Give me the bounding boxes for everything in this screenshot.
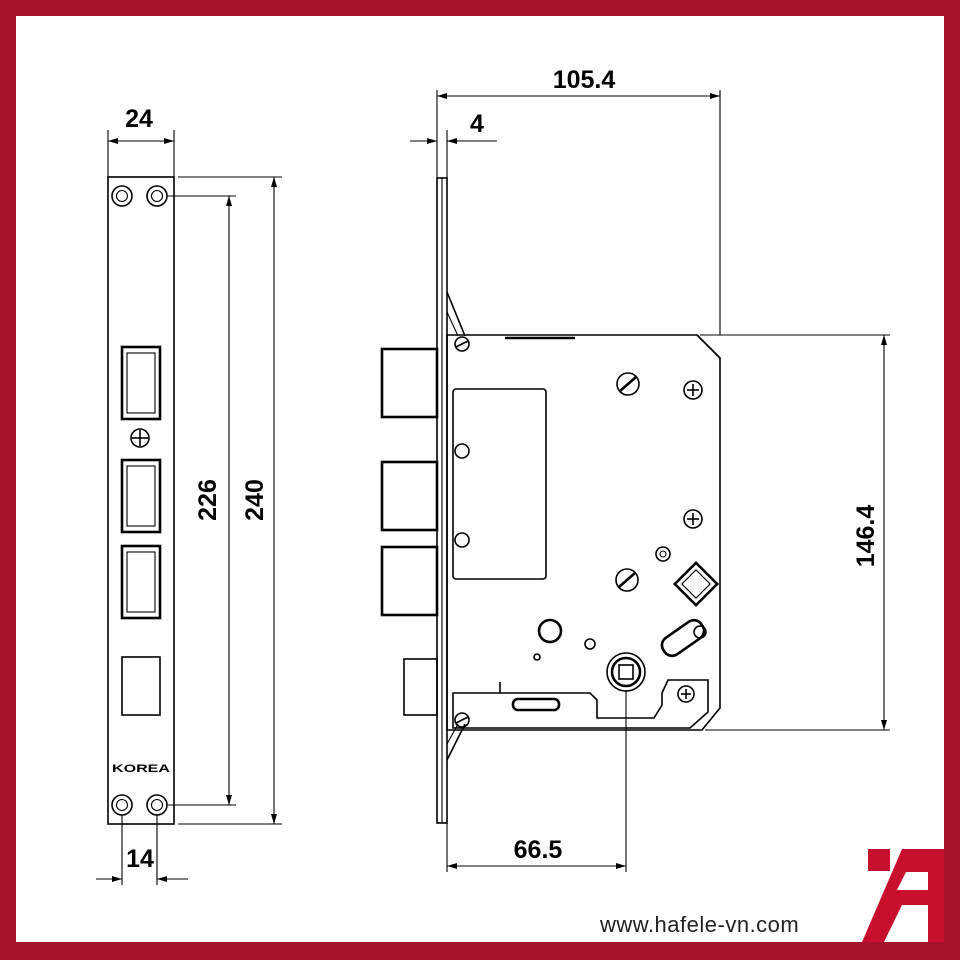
faceplate-opening-middle — [120, 458, 162, 534]
bolt-middle — [380, 460, 439, 532]
dimension-label-14: 14 — [126, 845, 154, 873]
faceplate-marking: KOREA — [112, 763, 170, 775]
faceplate-opening-deadlatch — [121, 656, 161, 716]
dimension-case-height: 146.4 — [700, 334, 890, 731]
dimension-faceplate-width: 24 — [107, 105, 175, 177]
dimension-label-66-5: 66.5 — [514, 836, 563, 864]
case-screw-slot-1 — [616, 372, 640, 396]
spindle-hub — [606, 652, 646, 692]
lock-body-view — [380, 177, 721, 824]
latch-small — [403, 658, 438, 716]
screw-hole-bottom-right — [146, 794, 168, 816]
follower-slot — [511, 697, 561, 712]
dimension-screw-vertical: 226 — [168, 195, 236, 806]
faceplate-outline — [107, 176, 175, 825]
dimension-faceplate-height: 240 — [178, 176, 282, 825]
dimension-screw-spacing: 14 — [96, 815, 188, 885]
lock-case-outline — [446, 334, 721, 731]
follower-plate — [452, 679, 709, 729]
faceplate-view: KOREA — [107, 176, 175, 825]
dimension-label-24: 24 — [125, 105, 153, 133]
dimension-faceplate-thickness: 4 — [410, 110, 497, 178]
screw-hole-bottom-left — [111, 794, 133, 816]
faceplate-opening-upper — [120, 345, 162, 421]
bolt-lower — [380, 545, 439, 617]
watermark-url: www.hafele-vn.com — [599, 912, 799, 937]
dimension-label-4: 4 — [470, 110, 484, 138]
dimension-label-240: 240 — [241, 479, 269, 521]
case-screw-bottom-left — [454, 712, 470, 728]
screw-hole-top-left — [111, 185, 133, 207]
case-screw-slot-2 — [615, 568, 639, 592]
inner-slide-plate — [452, 388, 547, 580]
dimension-backset-total: 105.4 — [436, 66, 721, 335]
spindle-gear-large — [537, 618, 563, 644]
lock-technical-drawing: KOREA 24 14 226 — [96, 66, 944, 942]
faceplate-opening-lower — [120, 544, 162, 620]
case-screw-small — [655, 546, 671, 562]
drawing-area: KOREA 24 14 226 — [16, 16, 944, 942]
cam-square — [672, 560, 720, 608]
dimension-label-146-4: 146.4 — [852, 505, 880, 568]
dimension-label-105-4: 105.4 — [553, 66, 616, 94]
case-screw-cross-2 — [683, 509, 703, 529]
lever-part — [660, 618, 707, 658]
case-screw-cross-3 — [677, 685, 695, 703]
case-screw-top-left — [454, 336, 470, 352]
dimension-backset: 66.5 — [446, 690, 627, 872]
dimension-label-226: 226 — [194, 479, 222, 521]
screw-hole-top-right — [146, 185, 168, 207]
hafele-logo-icon — [862, 849, 944, 942]
faceplate-screw-center — [130, 428, 150, 448]
bolt-upper — [380, 347, 439, 419]
case-screw-cross-1 — [683, 380, 703, 400]
